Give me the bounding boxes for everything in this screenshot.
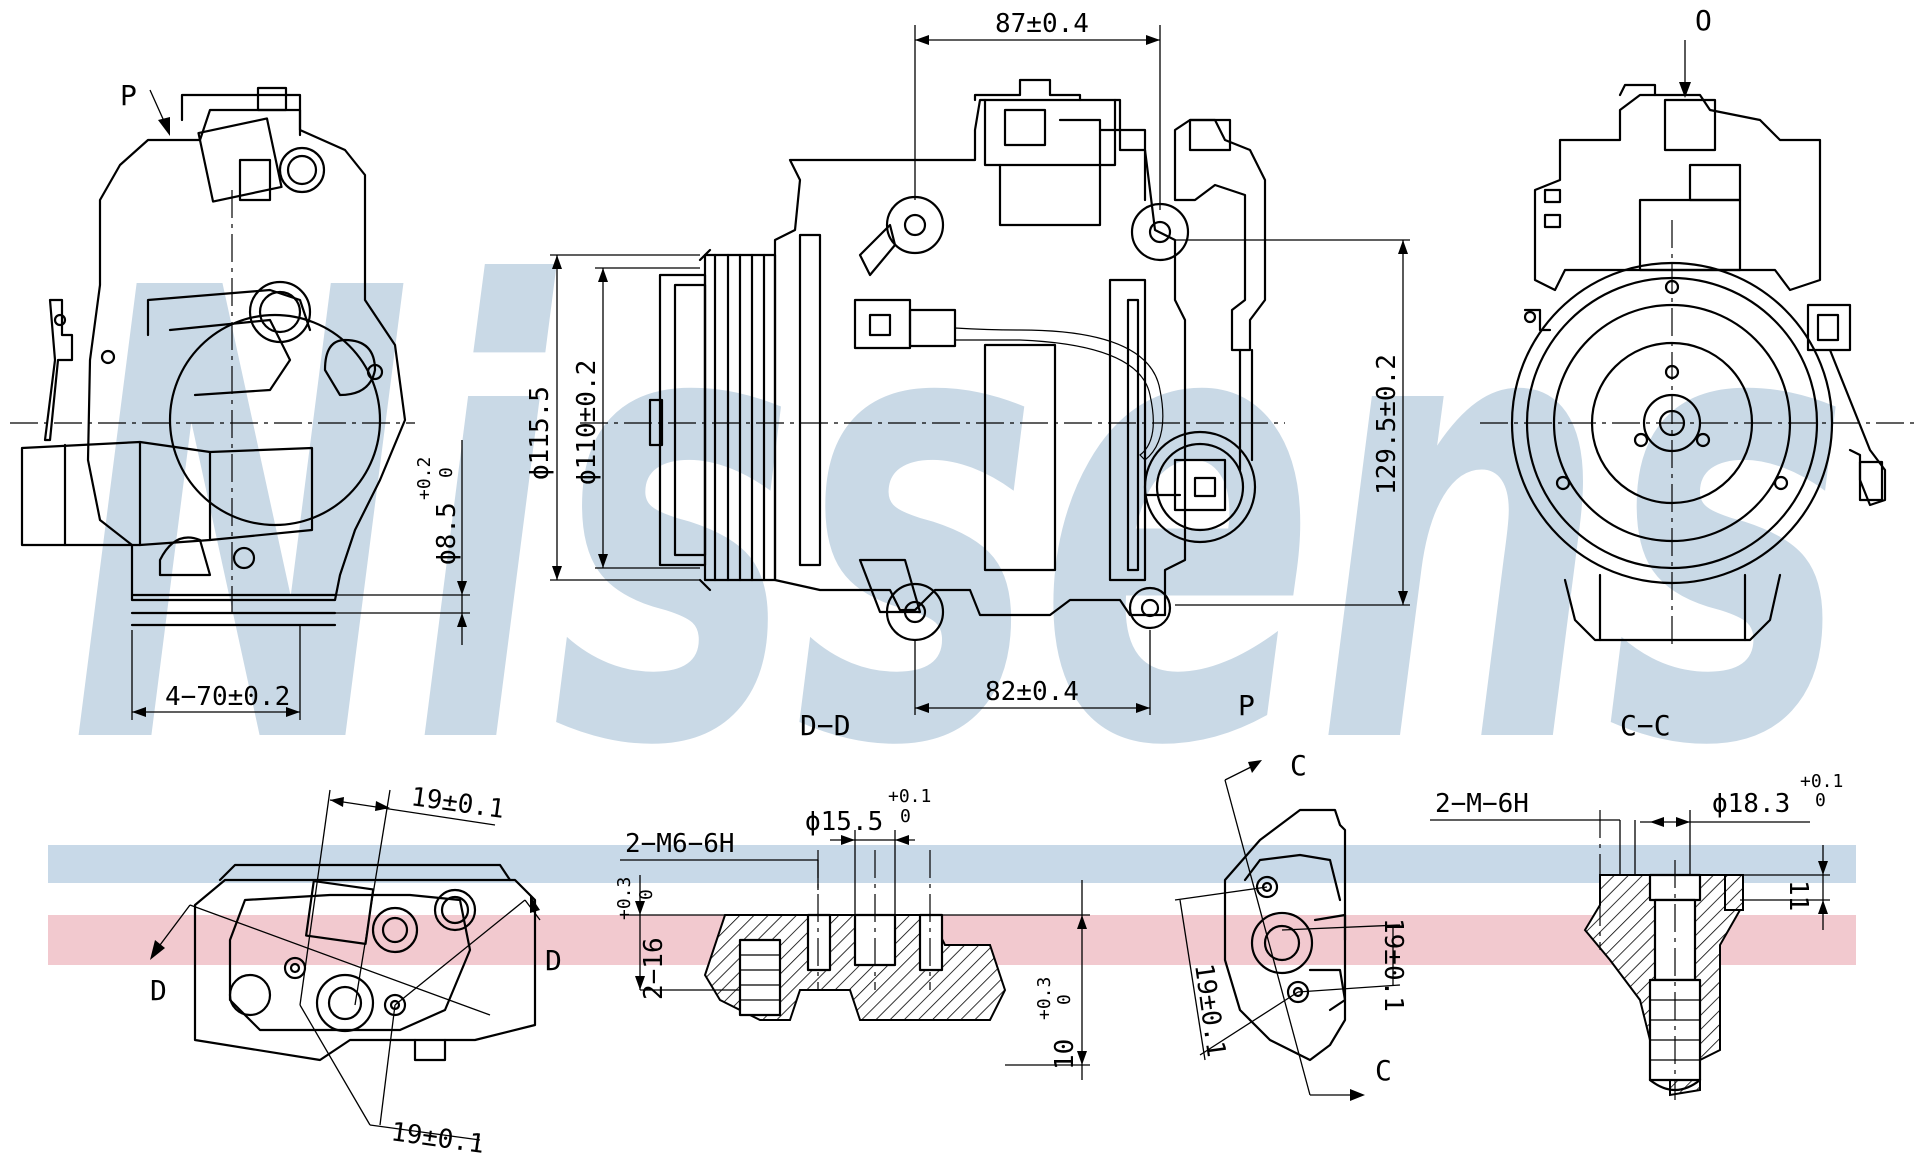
dim-15-5: ϕ15.5 bbox=[805, 807, 883, 837]
dim-15-5-tol-up: +0.1 bbox=[888, 786, 931, 807]
view-label-d-right: D bbox=[545, 944, 562, 977]
dim-m6: 2−M6−6H bbox=[625, 829, 735, 859]
view-label-dd: D−D bbox=[800, 709, 851, 742]
view-left-side: 4−70±0.2 ϕ8.5 +0.2 0 P bbox=[10, 79, 470, 720]
dim-18-3-tol-dn: 0 bbox=[1815, 790, 1826, 811]
dim-8-5: ϕ8.5 bbox=[432, 502, 462, 565]
dim-87: 87±0.4 bbox=[995, 9, 1089, 39]
dim-16: 2−16 bbox=[639, 937, 669, 1000]
view-label-p-mid: P bbox=[1238, 689, 1255, 722]
dim-8-5-tol-up: +0.2 bbox=[414, 457, 435, 500]
view-label-o-top: O bbox=[1695, 4, 1712, 37]
dim-8-5-tol-dn: 0 bbox=[436, 467, 457, 478]
dim-18-3: ϕ18.3 bbox=[1712, 789, 1790, 819]
dim-10-tol-dn: 0 bbox=[1054, 994, 1075, 1005]
view-label-c-top: C bbox=[1290, 749, 1307, 782]
view-right-cc: O C−C bbox=[1480, 4, 1915, 742]
watermark: Nissens bbox=[48, 161, 1856, 965]
dim-19-c: 19±0.1 bbox=[1378, 918, 1408, 1012]
view-label-cc: C−C bbox=[1620, 709, 1671, 742]
watermark-text: Nissens bbox=[70, 161, 1850, 882]
dim-110: ϕ110±0.2 bbox=[572, 360, 602, 485]
dim-115-5: ϕ115.5 bbox=[525, 386, 555, 480]
view-bottom-section-hatched: 10 +0.3 0 2−16 +0.3 0 2−M6−6H ϕ15.5 +0.1… bbox=[614, 786, 1090, 1080]
view-label-p-top: P bbox=[120, 79, 137, 112]
dim-16-tol-up: +0.3 bbox=[614, 877, 635, 920]
view-front-dd: 87±0.4 82±0.4 ϕ115.5 ϕ110±0.2 129.5±0.2 … bbox=[525, 9, 1410, 742]
dim-15-5-tol-dn: 0 bbox=[900, 806, 911, 827]
view-bottom-right-section: 2−M−6H ϕ18.3 +0.1 0 11 bbox=[1430, 771, 1843, 1100]
view-label-d-left: D bbox=[150, 974, 167, 1007]
dim-m6-b: 2−M−6H bbox=[1435, 789, 1529, 819]
view-label-c-bottom: C bbox=[1375, 1054, 1392, 1087]
dim-18-3-tol-up: +0.1 bbox=[1800, 771, 1843, 792]
dim-19-b: 19±0.1 bbox=[389, 1117, 486, 1160]
dim-19-d: 19±0.1 bbox=[1188, 962, 1231, 1059]
dim-16-tol-dn: 0 bbox=[636, 889, 657, 900]
dim-10: 10 bbox=[1050, 1039, 1080, 1070]
dim-129-5: 129.5±0.2 bbox=[1372, 354, 1402, 495]
dim-4-70: 4−70±0.2 bbox=[165, 682, 290, 712]
dim-82: 82±0.4 bbox=[985, 677, 1079, 707]
dim-11: 11 bbox=[1783, 880, 1813, 911]
dim-10-tol-up: +0.3 bbox=[1034, 977, 1055, 1020]
